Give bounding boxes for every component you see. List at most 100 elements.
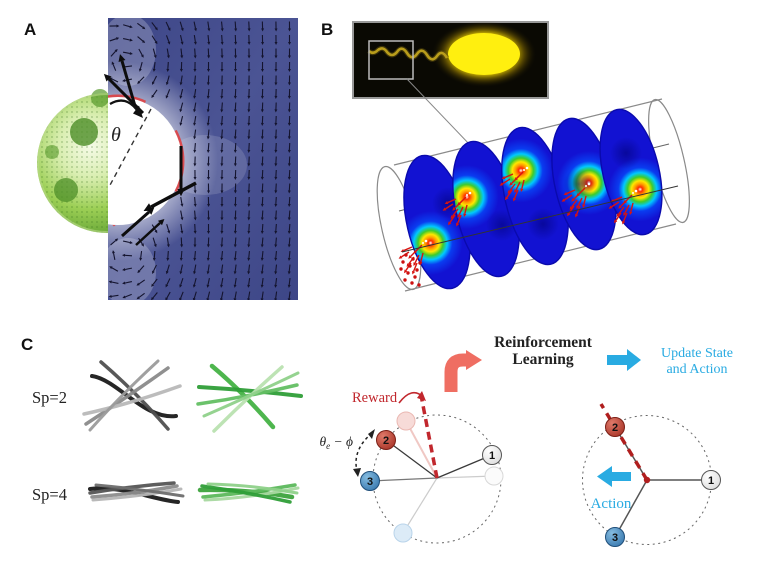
flow-arrow (234, 21, 238, 32)
flow-arrow (139, 250, 143, 261)
flow-arrow (260, 196, 264, 207)
flow-arrow (247, 250, 251, 261)
flow-arrow (247, 88, 251, 99)
node-2 (605, 417, 625, 437)
reward-to-rl-arrow (444, 353, 467, 392)
filament (90, 484, 179, 499)
flow-arrow (122, 281, 133, 285)
flow-arrow (137, 265, 145, 274)
tracer-arrow (616, 206, 625, 217)
flow-arrow (274, 183, 278, 194)
flow-arrow (247, 75, 251, 86)
flow-arrow (233, 183, 237, 194)
flow-arrow (274, 169, 278, 180)
tracer-arrow (412, 262, 418, 275)
flow-arrow (247, 237, 251, 248)
spoke-faded-2 (405, 420, 438, 479)
flow-arrow (287, 210, 291, 221)
flow-arrow (247, 61, 251, 72)
flow-arrow (206, 129, 210, 140)
flow-arrow (288, 34, 292, 45)
flow-arrow (193, 34, 197, 45)
tracer-arrow (614, 212, 622, 224)
flow-arrow (247, 264, 251, 275)
tracer-dot (413, 275, 417, 279)
flow-arrow (193, 196, 197, 207)
flow-arrow (247, 48, 251, 59)
flow-arrow (287, 264, 291, 275)
flow-arrow (220, 196, 224, 207)
flow-arrow (247, 129, 251, 140)
flow-arrow (274, 75, 278, 86)
filament (88, 481, 176, 495)
filament-set-sp4-green (197, 482, 300, 504)
node-1-label: 1 (708, 475, 714, 487)
tracer-dot (403, 278, 407, 282)
tracer-arrow (582, 195, 587, 208)
rl-title-line2: Learning (512, 351, 573, 368)
flow-arrow (151, 89, 158, 99)
flow-arrow (233, 277, 237, 288)
surface-arrow (121, 207, 155, 238)
filament (91, 487, 183, 502)
flow-arrow (274, 250, 278, 261)
flow-arrow (260, 291, 264, 300)
flow-arrow (166, 224, 171, 234)
zoom-box (368, 40, 414, 80)
flow-arrow (165, 35, 171, 45)
flow-arrow (233, 102, 237, 113)
flow-arrow (247, 210, 251, 221)
angle-arc-head-top (368, 429, 375, 439)
flow-arrow (193, 223, 197, 234)
flow-arrow (110, 48, 118, 57)
flow-arrow (287, 196, 291, 207)
flow-arrow (220, 264, 224, 275)
flow-vector-field (108, 21, 292, 300)
flow-arrow (179, 278, 184, 288)
flow-arrow (137, 22, 146, 30)
filament-set-sp4-gray (88, 481, 185, 504)
flow-arrow (274, 142, 278, 153)
tracer-arrow (444, 198, 457, 205)
filament (94, 483, 185, 498)
flow-arrow (206, 237, 210, 248)
flow-arrow (207, 48, 211, 59)
flow-arrow (152, 264, 157, 274)
flow-arrow (136, 292, 145, 300)
flow-arrow (220, 169, 224, 180)
flow-arrow (274, 61, 278, 72)
flow-arrow (112, 250, 116, 261)
tracer-dot (406, 271, 410, 275)
flow-arrow (260, 183, 264, 194)
flow-arrow (193, 250, 197, 261)
tracer-arrow (608, 201, 620, 209)
flow-arrow (260, 75, 264, 86)
flow-arrow (233, 264, 237, 275)
flow-arrow (193, 102, 197, 113)
swimming-direction-dashed (419, 394, 439, 479)
tracer-dot (401, 260, 405, 264)
filament-shapes (82, 359, 303, 504)
flow-arrow (180, 210, 184, 221)
flow-arrow (193, 21, 197, 32)
flow-arrow (206, 169, 210, 180)
tracer-arrow (576, 197, 583, 210)
flow-arrow (206, 75, 210, 86)
filament (197, 385, 303, 398)
flow-arrow (151, 22, 158, 31)
surface-arrow (103, 73, 145, 115)
flow-arrow (220, 277, 224, 288)
flow-arrow (166, 237, 170, 248)
update-state-line1: Update State (661, 346, 733, 361)
tracer-arrow (629, 202, 634, 215)
flow-disk (599, 108, 663, 236)
flow-arrow (247, 34, 251, 45)
angle-label: θe − ϕ (320, 434, 354, 451)
flow-arrow (260, 102, 264, 113)
flow-arrow (247, 21, 251, 32)
node-1 (701, 470, 721, 490)
flow-arrow (260, 156, 264, 167)
flow-arrow (179, 115, 184, 126)
flow-arrow (274, 88, 278, 99)
flow-arrow (233, 196, 237, 207)
